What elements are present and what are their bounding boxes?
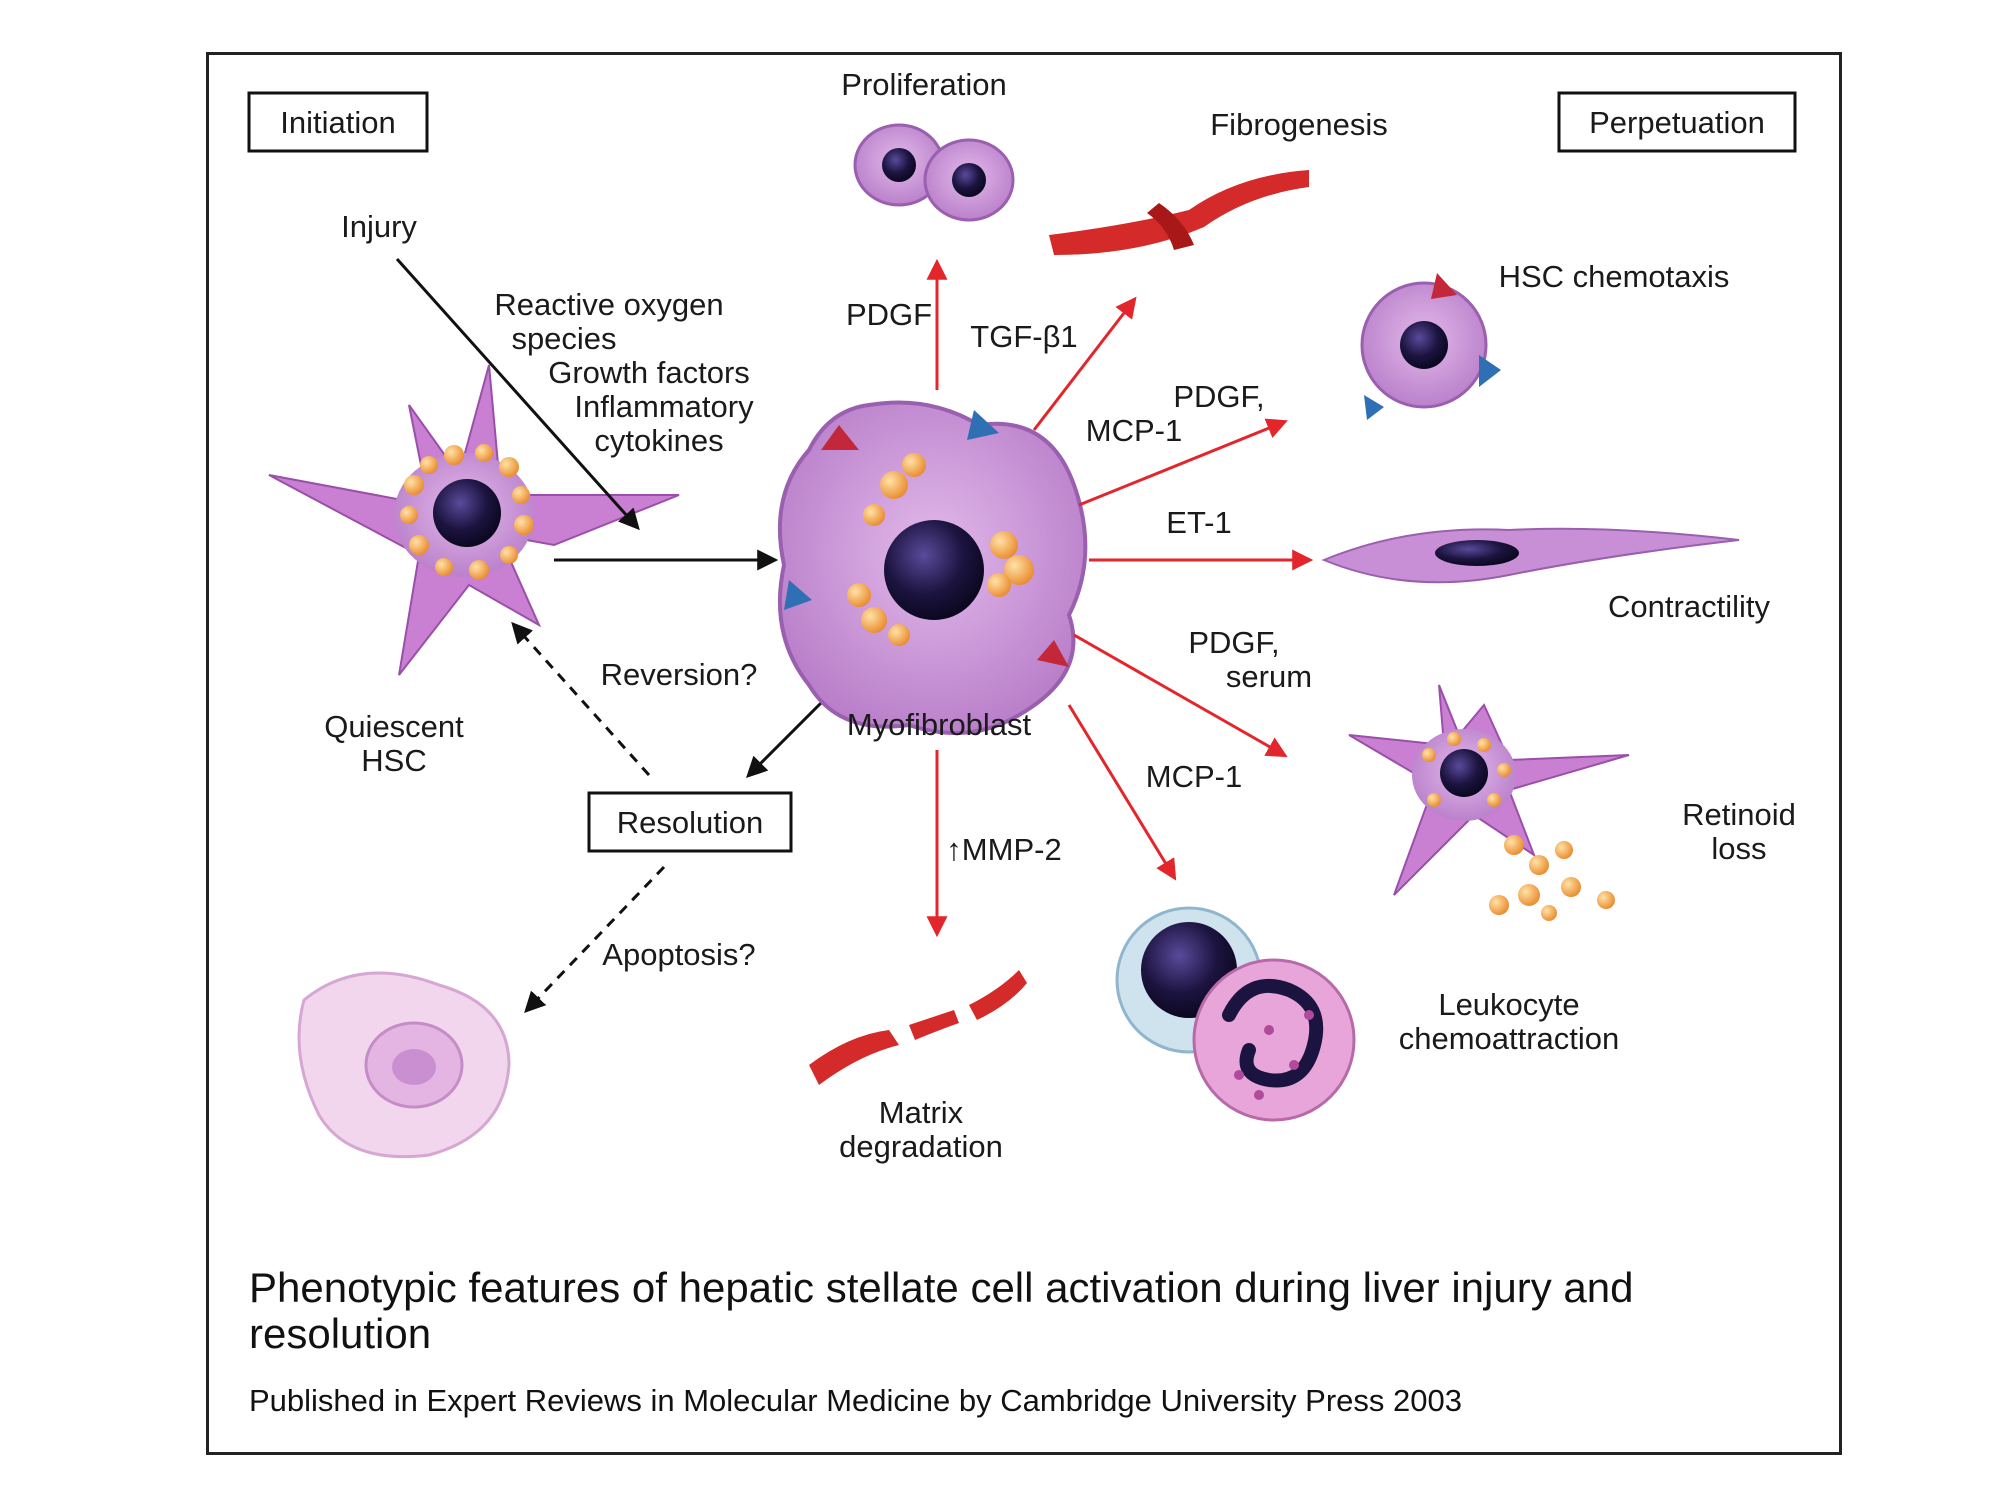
matrix-label-1: Matrix xyxy=(879,1095,964,1130)
fibrogenesis-label: Fibrogenesis xyxy=(1210,107,1387,142)
injury-label: Injury xyxy=(341,209,417,244)
figure-credit: Published in Expert Reviews in Molecular… xyxy=(249,1383,1462,1418)
pdgf-label: PDGF xyxy=(846,297,932,332)
contractility-label: Contractility xyxy=(1608,589,1770,624)
initiation-label: Initiation xyxy=(280,105,395,140)
retinoid-label-2: loss xyxy=(1711,831,1766,866)
hsc-chemotaxis-label: HSC chemotaxis xyxy=(1499,259,1730,294)
apoptosis-arrow xyxy=(524,865,666,1014)
contractile-cell xyxy=(1321,527,1740,584)
et1-label: ET-1 xyxy=(1166,505,1231,540)
quiescent-hsc-cell xyxy=(268,364,680,676)
apoptotic-cell xyxy=(297,971,511,1159)
proliferating-cells xyxy=(853,123,1015,222)
leukocyte-label-1: Leukocyte xyxy=(1438,987,1579,1022)
matrix-label-2: degradation xyxy=(839,1129,1003,1164)
stimuli-label-4: Inflammatory xyxy=(574,389,754,424)
reversion-label: Reversion? xyxy=(601,657,758,692)
leukocyte-label-2: chemoattraction xyxy=(1399,1021,1620,1056)
pdgf-serum-label-1: PDGF, xyxy=(1188,625,1279,660)
initiation-box: Initiation xyxy=(247,91,429,153)
proliferation-label: Proliferation xyxy=(841,67,1006,102)
retinoid-arrow xyxy=(1073,633,1288,758)
degraded-matrix-fiber xyxy=(809,970,1027,1085)
stimuli-label-2: species xyxy=(511,321,616,356)
pdgf-mcp-label-1: PDGF, xyxy=(1173,379,1264,414)
myofibroblast-label: Myofibroblast xyxy=(847,707,1032,742)
retinoid-droplets xyxy=(1489,835,1615,921)
stimuli-label-5: cytokines xyxy=(594,423,723,458)
stimuli-label-3: Growth factors xyxy=(548,355,750,390)
fibrogenesis-arrow xyxy=(1032,296,1137,431)
chemotaxis-arrow xyxy=(1078,418,1288,507)
collagen-fiber xyxy=(1049,170,1309,255)
leukocyte-arrow xyxy=(1067,704,1177,881)
pdgf-mcp-label-2: MCP-1 xyxy=(1086,413,1182,448)
injury-arrow xyxy=(395,257,640,531)
reversion-arrow xyxy=(511,621,651,777)
retinoid-label-1: Retinoid xyxy=(1682,797,1796,832)
leukocyte-cells xyxy=(1115,906,1356,1122)
mcp1-label: MCP-1 xyxy=(1146,759,1242,794)
resolution-box: Resolution xyxy=(587,791,793,853)
apoptosis-label: Apoptosis? xyxy=(602,937,755,972)
retinoid-losing-cell xyxy=(1348,684,1630,921)
pdgf-serum-label-2: serum xyxy=(1226,659,1312,694)
resolution-label: Resolution xyxy=(617,805,763,840)
perpetuation-box: Perpetuation xyxy=(1557,91,1797,153)
perpetuation-label: Perpetuation xyxy=(1589,105,1765,140)
diagram-canvas: Initiation Perpetuation Resolution Quies… xyxy=(247,67,1797,1164)
mmp2-label: ↑MMP-2 xyxy=(946,832,1061,867)
quiescent-label-1: Quiescent xyxy=(324,709,464,744)
stimuli-label-1: Reactive oxygen xyxy=(494,287,723,322)
figure-title: Phenotypic features of hepatic stellate … xyxy=(249,1264,1634,1357)
quiescent-label-2: HSC xyxy=(361,743,426,778)
tgf-label: TGF-β1 xyxy=(970,319,1077,354)
chemotaxis-cell xyxy=(1360,273,1501,420)
figure-frame: Initiation Perpetuation Resolution Quies… xyxy=(206,52,1842,1455)
myofibroblast-cell xyxy=(777,400,1088,735)
